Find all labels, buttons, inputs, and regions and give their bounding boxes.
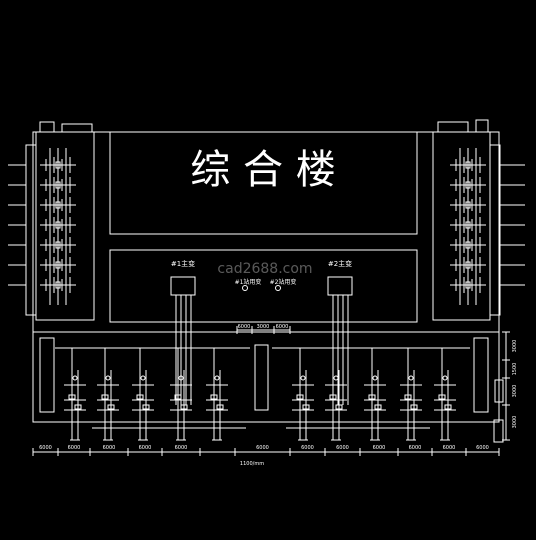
dimension-right xyxy=(493,331,510,443)
dimension-label-bottom: 6000 xyxy=(256,445,269,451)
right-switchgear-building xyxy=(432,119,525,321)
switchgear-bay xyxy=(292,348,314,441)
station-transformer-1-label: #1站用变 xyxy=(235,278,262,286)
switchgear-bay xyxy=(132,348,154,441)
right-end-structure xyxy=(473,337,489,413)
dimension-label-right: 3000 xyxy=(512,385,518,398)
building-label: 综 合 楼 xyxy=(190,147,335,193)
left-end-structure xyxy=(39,337,55,413)
switchgear-bay xyxy=(64,348,86,441)
left-switchgear-building xyxy=(8,121,95,321)
switchgear-bay xyxy=(364,348,386,441)
center-bus-structure xyxy=(254,344,269,411)
dimension-label-bottom: 6000 xyxy=(103,445,116,451)
footer-note: 1100/mm xyxy=(240,461,264,467)
dimension-label-mid: 6000 xyxy=(276,324,289,330)
transformer-yard xyxy=(109,249,418,323)
station-transformer-1-symbol xyxy=(242,285,248,291)
dimension-label-mid: 6000 xyxy=(238,324,251,330)
dimension-bottom xyxy=(32,448,500,456)
watermark: cad2688.com xyxy=(217,261,312,277)
switchgear-bay xyxy=(170,348,192,441)
station-transformer-2-label: #2站用变 xyxy=(270,278,297,286)
dimension-label-bottom: 6000 xyxy=(39,445,52,451)
dimension-label-bottom: 6000 xyxy=(301,445,314,451)
switchgear-bay xyxy=(206,348,228,441)
transformer-2-label: #2主变 xyxy=(328,259,352,268)
dimension-label-mid: 3000 xyxy=(257,324,270,330)
main-transformer-2 xyxy=(327,276,353,405)
dimension-label-bottom: 6000 xyxy=(409,445,422,451)
switchgear-bay xyxy=(97,348,119,441)
dimension-label-bottom: 6000 xyxy=(68,445,81,451)
dimension-label-bottom: 6000 xyxy=(443,445,456,451)
switchgear-bay xyxy=(400,348,422,441)
composite-building xyxy=(109,131,418,235)
dimension-label-bottom: 6000 xyxy=(139,445,152,451)
dimension-label-right: 3000 xyxy=(512,340,518,353)
switchgear-bays xyxy=(64,348,456,441)
dimension-label-bottom: 6000 xyxy=(476,445,489,451)
transformer-1-label: #1主变 xyxy=(171,259,195,268)
dimension-label-bottom: 6000 xyxy=(336,445,349,451)
dimension-label-right: 3000 xyxy=(512,416,518,429)
station-transformer-2-symbol xyxy=(275,285,281,291)
main-transformer-1 xyxy=(170,276,196,405)
dimension-label-bottom: 6000 xyxy=(175,445,188,451)
dimension-mid xyxy=(236,326,291,334)
switchgear-bay xyxy=(325,348,347,441)
switchgear-bay xyxy=(434,348,456,441)
dimension-label-bottom: 6000 xyxy=(373,445,386,451)
dimension-label-right: 1500 xyxy=(512,363,518,376)
